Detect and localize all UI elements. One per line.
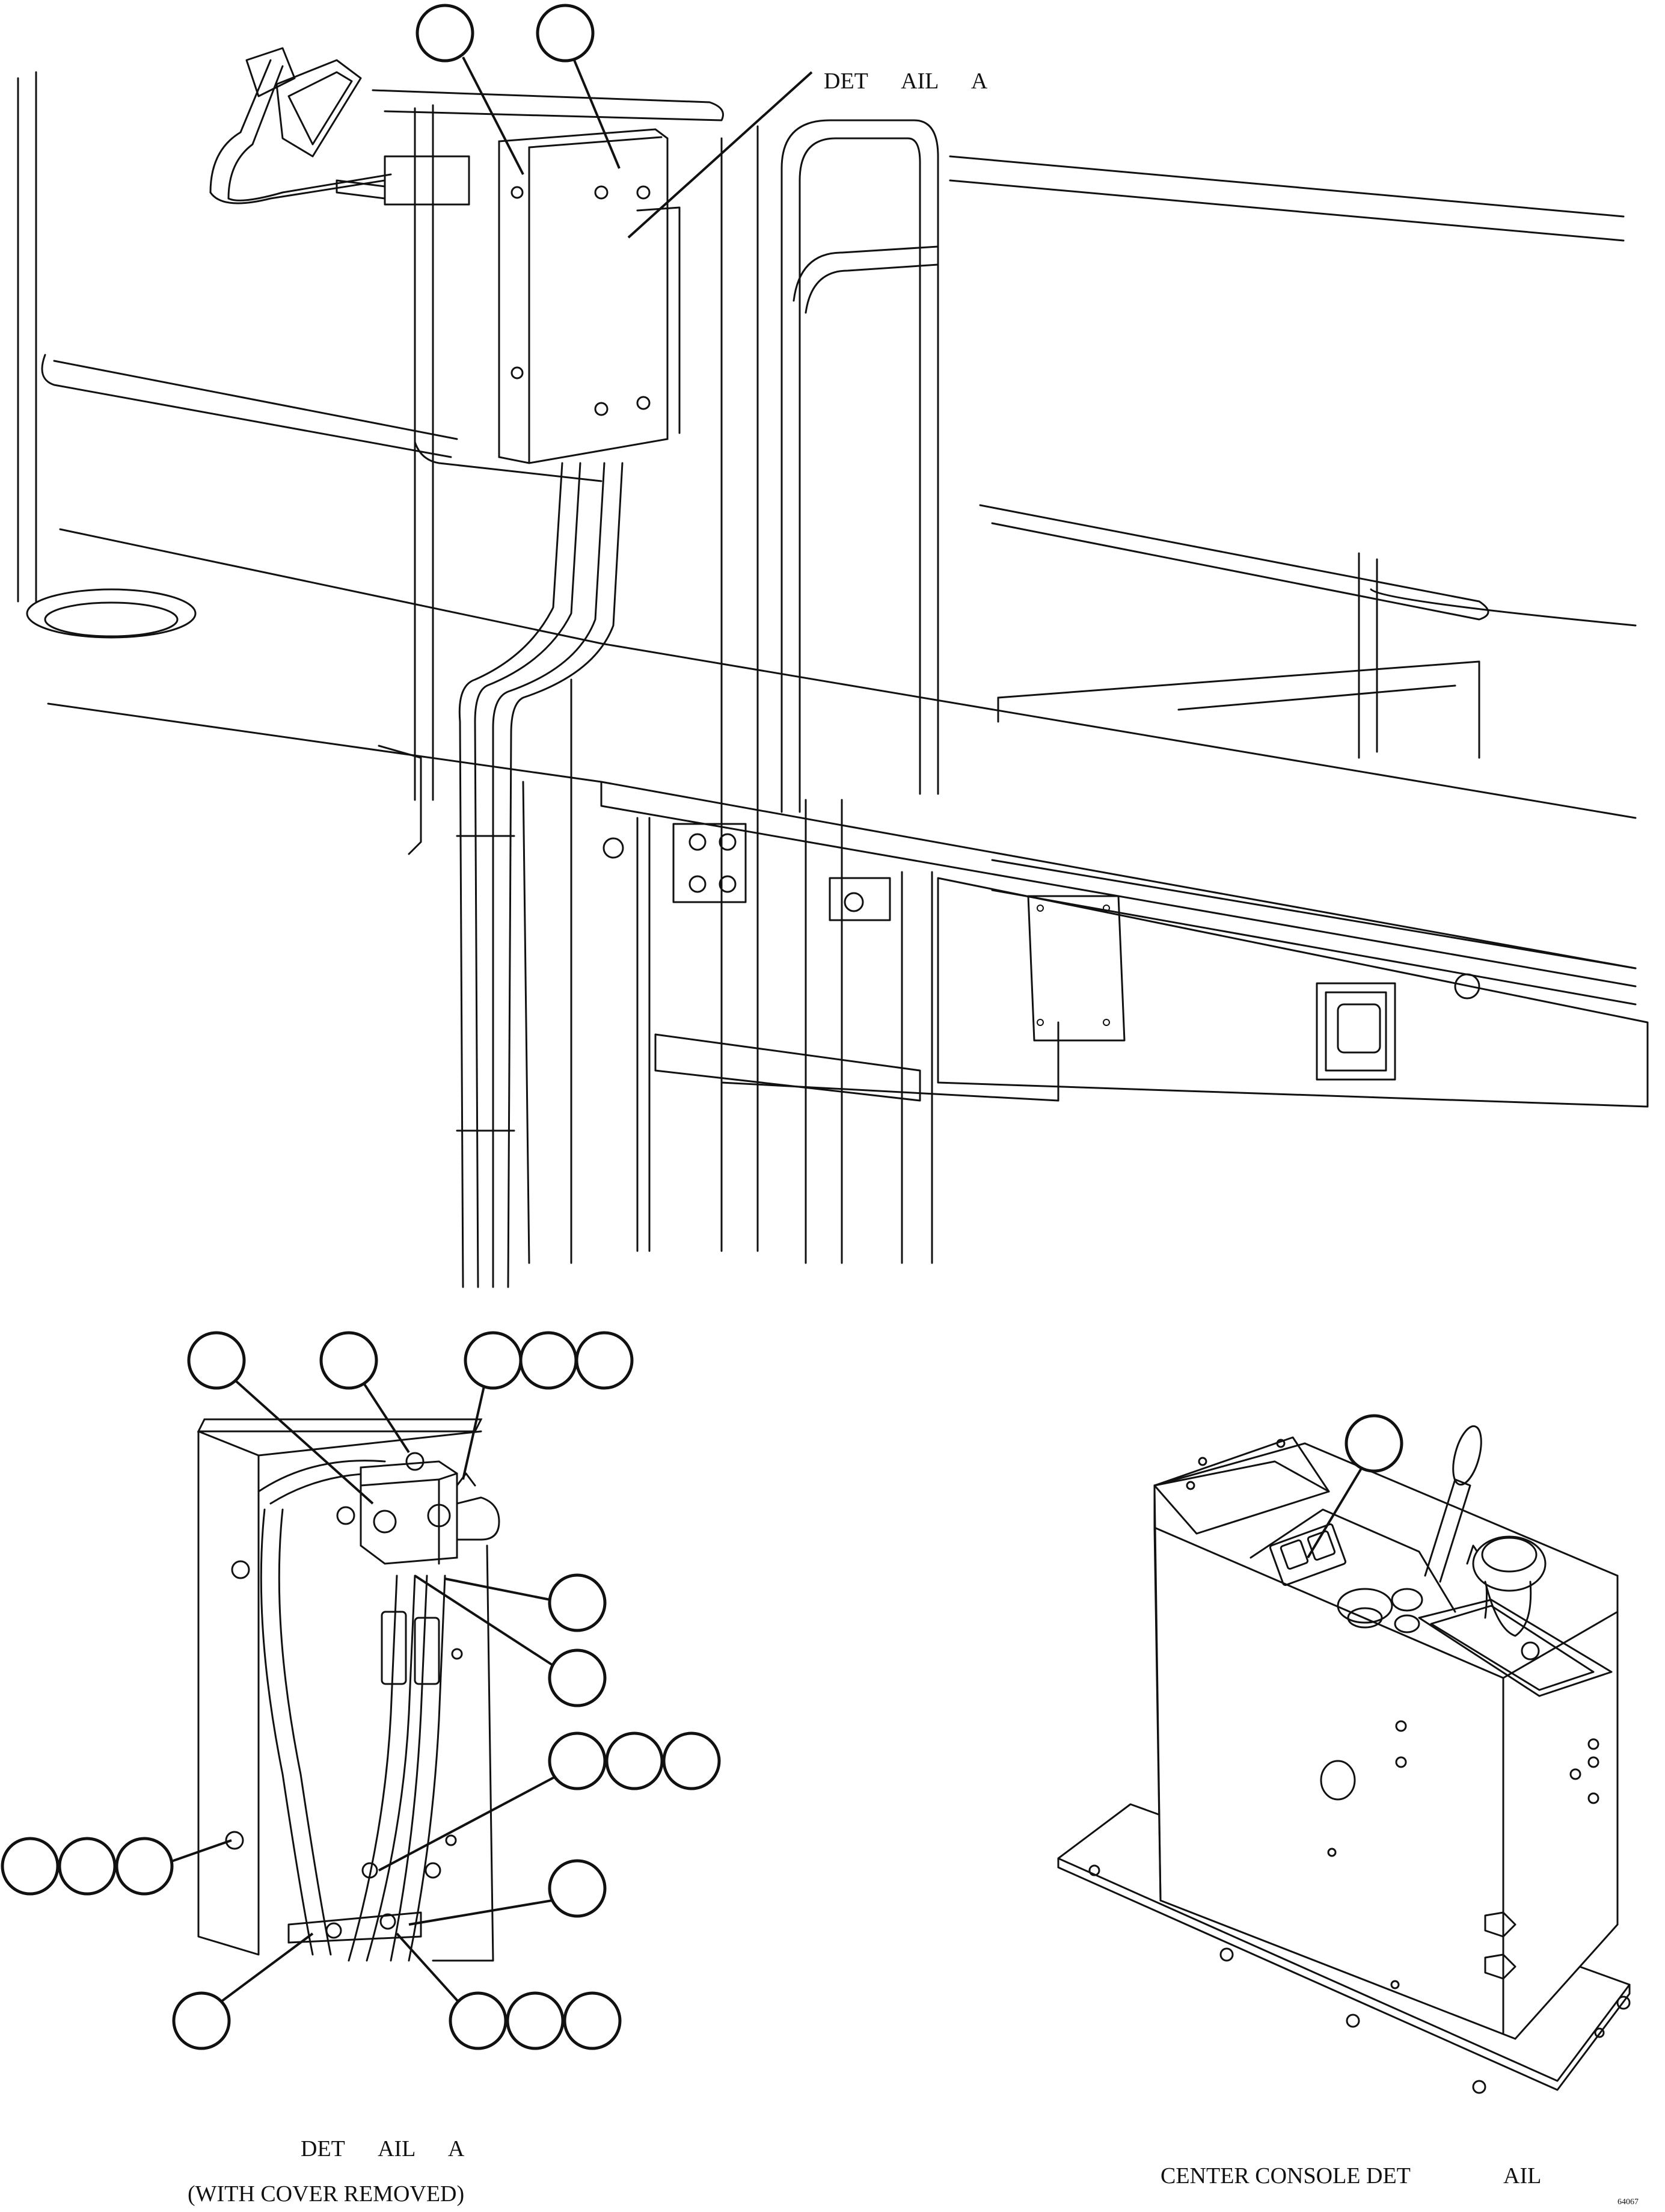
- machine-platform-view: [17, 47, 1649, 1288]
- center-console-view: [1057, 1425, 1631, 2094]
- detail-a-label-main: DET AIL A: [824, 69, 988, 94]
- detail-a-view: [197, 1418, 500, 1962]
- callout-circle: [187, 1331, 246, 1390]
- callout-circle: [662, 1731, 721, 1790]
- drawing-number: 64067: [1617, 2198, 1639, 2207]
- callout-circle: [563, 1991, 622, 2050]
- console-detail-label-left: CENTER CONSOLE DET: [1161, 2163, 1411, 2189]
- callout-circle: [464, 1331, 523, 1390]
- callout-circle: [605, 1731, 664, 1790]
- callout-circle: [172, 1991, 231, 2050]
- callout-circle: [519, 1331, 578, 1390]
- detail-a-label-bottom: DET AIL A: [301, 2136, 465, 2161]
- callout-circle: [1, 1837, 60, 1896]
- callout-circle: [548, 1859, 607, 1918]
- callout-circle: [536, 4, 595, 63]
- callout-circle: [548, 1573, 607, 1632]
- callouts-detail-a: [1, 1331, 721, 2050]
- callout-circle: [115, 1837, 174, 1896]
- callout-circle: [415, 4, 474, 63]
- callout-circle: [319, 1331, 378, 1390]
- console-detail-label-right: AIL: [1503, 2163, 1541, 2189]
- callout-circle: [575, 1331, 634, 1390]
- callout-circle: [506, 1991, 565, 2050]
- callout-circle: [449, 1991, 507, 2050]
- callouts-top: [415, 4, 813, 239]
- callout-circle: [1345, 1414, 1403, 1473]
- callout-circle: [58, 1837, 117, 1896]
- callouts-console: [1307, 1414, 1403, 1559]
- callout-circle: [548, 1648, 607, 1707]
- callout-circle: [548, 1731, 607, 1790]
- cover-removed-label: (WITH COVER REMOVED): [188, 2181, 464, 2207]
